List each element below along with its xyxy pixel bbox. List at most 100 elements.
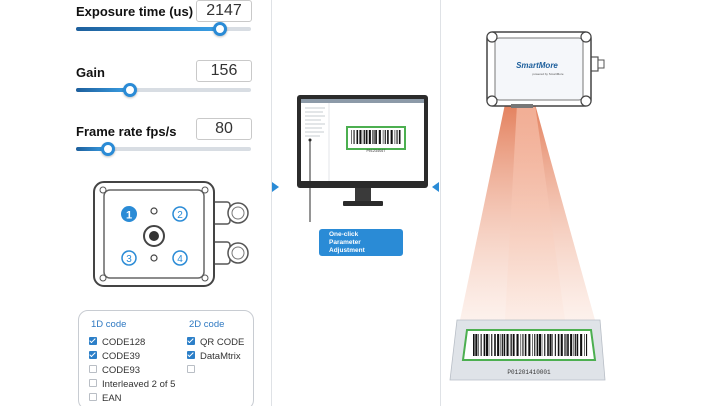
barcode-bar [485, 334, 488, 356]
barcode-bar [516, 334, 519, 356]
connector-icon [209, 201, 249, 265]
barcode-bar [382, 130, 384, 144]
barcode-bar [570, 334, 573, 356]
code-option[interactable]: CODE128 [89, 337, 145, 348]
code-option-label: Interleaved 2 of 5 [102, 379, 176, 390]
barcode-bar [520, 334, 522, 356]
barcode-bar [494, 334, 496, 356]
barcode-bar [368, 130, 371, 144]
barcode-bar [500, 334, 502, 356]
barcode-bar [491, 334, 493, 356]
left-arrow-icon [432, 182, 439, 192]
barcode-bar [528, 334, 531, 356]
checkbox-unchecked-icon[interactable] [89, 365, 97, 374]
barcode-bar [574, 334, 576, 356]
frame-rate-slider[interactable] [76, 142, 251, 156]
exposure-slider-thumb[interactable] [212, 22, 227, 36]
barcode-bar [511, 334, 513, 356]
barcode-bar [549, 334, 552, 356]
checkbox-checked-icon[interactable] [187, 337, 195, 346]
code-option[interactable]: CODE39 [89, 351, 140, 362]
barcode-bar [576, 334, 579, 356]
gain-input[interactable]: 156 [196, 60, 252, 82]
right-divider [440, 0, 441, 406]
gain-slider-thumb[interactable] [123, 83, 138, 97]
checkbox-unchecked-icon[interactable] [89, 379, 97, 388]
callout-line-1: One-click [329, 231, 359, 238]
barcode-bar [362, 130, 364, 144]
checkbox-unchecked-icon[interactable] [187, 365, 195, 374]
barcode-bar [501, 334, 503, 356]
code-option-label: CODE93 [102, 365, 141, 376]
checkbox-checked-icon[interactable] [89, 337, 97, 346]
barcode-bar [503, 334, 506, 356]
gain-slider-fill [76, 88, 131, 92]
barcode-bar [384, 130, 386, 144]
barcode-bar [390, 130, 393, 144]
barcode-bar [532, 334, 533, 356]
code-option[interactable]: QR CODE [187, 337, 244, 348]
code-option-label: EAN [102, 393, 122, 404]
exposure-label: Exposure time (us) [76, 4, 194, 19]
code-option-label: QR CODE [200, 337, 245, 348]
callout-line-3: Adjustment [329, 247, 365, 254]
exposure-slider[interactable] [76, 22, 251, 36]
barcode-bar [524, 334, 527, 356]
frame-rate-input[interactable]: 80 [196, 118, 252, 140]
parameter-panel: Exposure time (us) 2147 Gain 156 Frame r… [0, 0, 262, 406]
code-option[interactable] [187, 365, 200, 376]
barcode-bar [478, 334, 479, 356]
barcode-bar [497, 334, 500, 356]
barcode-bar [557, 334, 560, 356]
barcode-bar [473, 334, 475, 356]
barcode-bar [538, 334, 541, 356]
checkbox-checked-icon[interactable] [187, 351, 195, 360]
camera-back-illustration: 1 2 3 4 [93, 181, 249, 287]
barcode-bar [365, 130, 368, 144]
barcode-bar [522, 334, 524, 356]
barcode-bar [586, 334, 588, 356]
code-option[interactable]: Interleaved 2 of 5 [89, 379, 175, 390]
light-beam-icon [460, 104, 595, 320]
svg-text:P01234567: P01234567 [367, 150, 386, 154]
svg-text:4: 4 [177, 254, 183, 265]
barcode-bar [375, 130, 377, 144]
frame-rate-slider-fill [76, 147, 108, 151]
frame-rate-slider-thumb[interactable] [100, 142, 115, 156]
barcode-bar [560, 334, 563, 356]
barcode-bar [387, 130, 389, 144]
gain-slider[interactable] [76, 83, 251, 97]
barcode-bar [506, 334, 509, 356]
frame-rate-label: Frame rate fps/s [76, 124, 177, 139]
svg-text:3: 3 [126, 254, 132, 265]
exposure-input[interactable]: 2147 [196, 0, 252, 22]
barcode-bar [552, 334, 553, 356]
barcode-bar [373, 130, 375, 144]
barcode-bar [534, 334, 536, 356]
exposure-slider-fill [76, 27, 220, 31]
monitor-icon: P01234567 [297, 95, 428, 222]
checkbox-checked-icon[interactable] [89, 351, 97, 360]
barcode-bar [513, 334, 515, 356]
1d-code-title: 1D code [91, 319, 127, 330]
barcode-icon: P01234567 [346, 126, 406, 154]
barcode-bar [359, 130, 362, 144]
callout-line-2: Parameter [329, 239, 361, 246]
svg-text:powered by SmartMore: powered by SmartMore [532, 72, 564, 76]
barcode-bar [541, 334, 543, 356]
barcode-bar [573, 334, 575, 356]
svg-text:P01201410001: P01201410001 [507, 369, 551, 376]
port-number-icon: 1 2 3 4 [121, 206, 188, 266]
barcode-bar [544, 334, 546, 356]
barcode-bar [554, 334, 556, 356]
checkbox-unchecked-icon[interactable] [89, 393, 97, 402]
code-option[interactable]: CODE93 [89, 365, 140, 376]
barcode-bar [564, 334, 565, 356]
2d-code-title: 2D code [189, 319, 225, 330]
barcode-bar [584, 334, 585, 356]
code-option[interactable]: DataMtrix [187, 351, 241, 362]
barcode-bar [480, 334, 482, 356]
barcode-bar [394, 130, 396, 144]
barcode-bar [396, 130, 398, 144]
code-option[interactable]: EAN [89, 393, 122, 404]
